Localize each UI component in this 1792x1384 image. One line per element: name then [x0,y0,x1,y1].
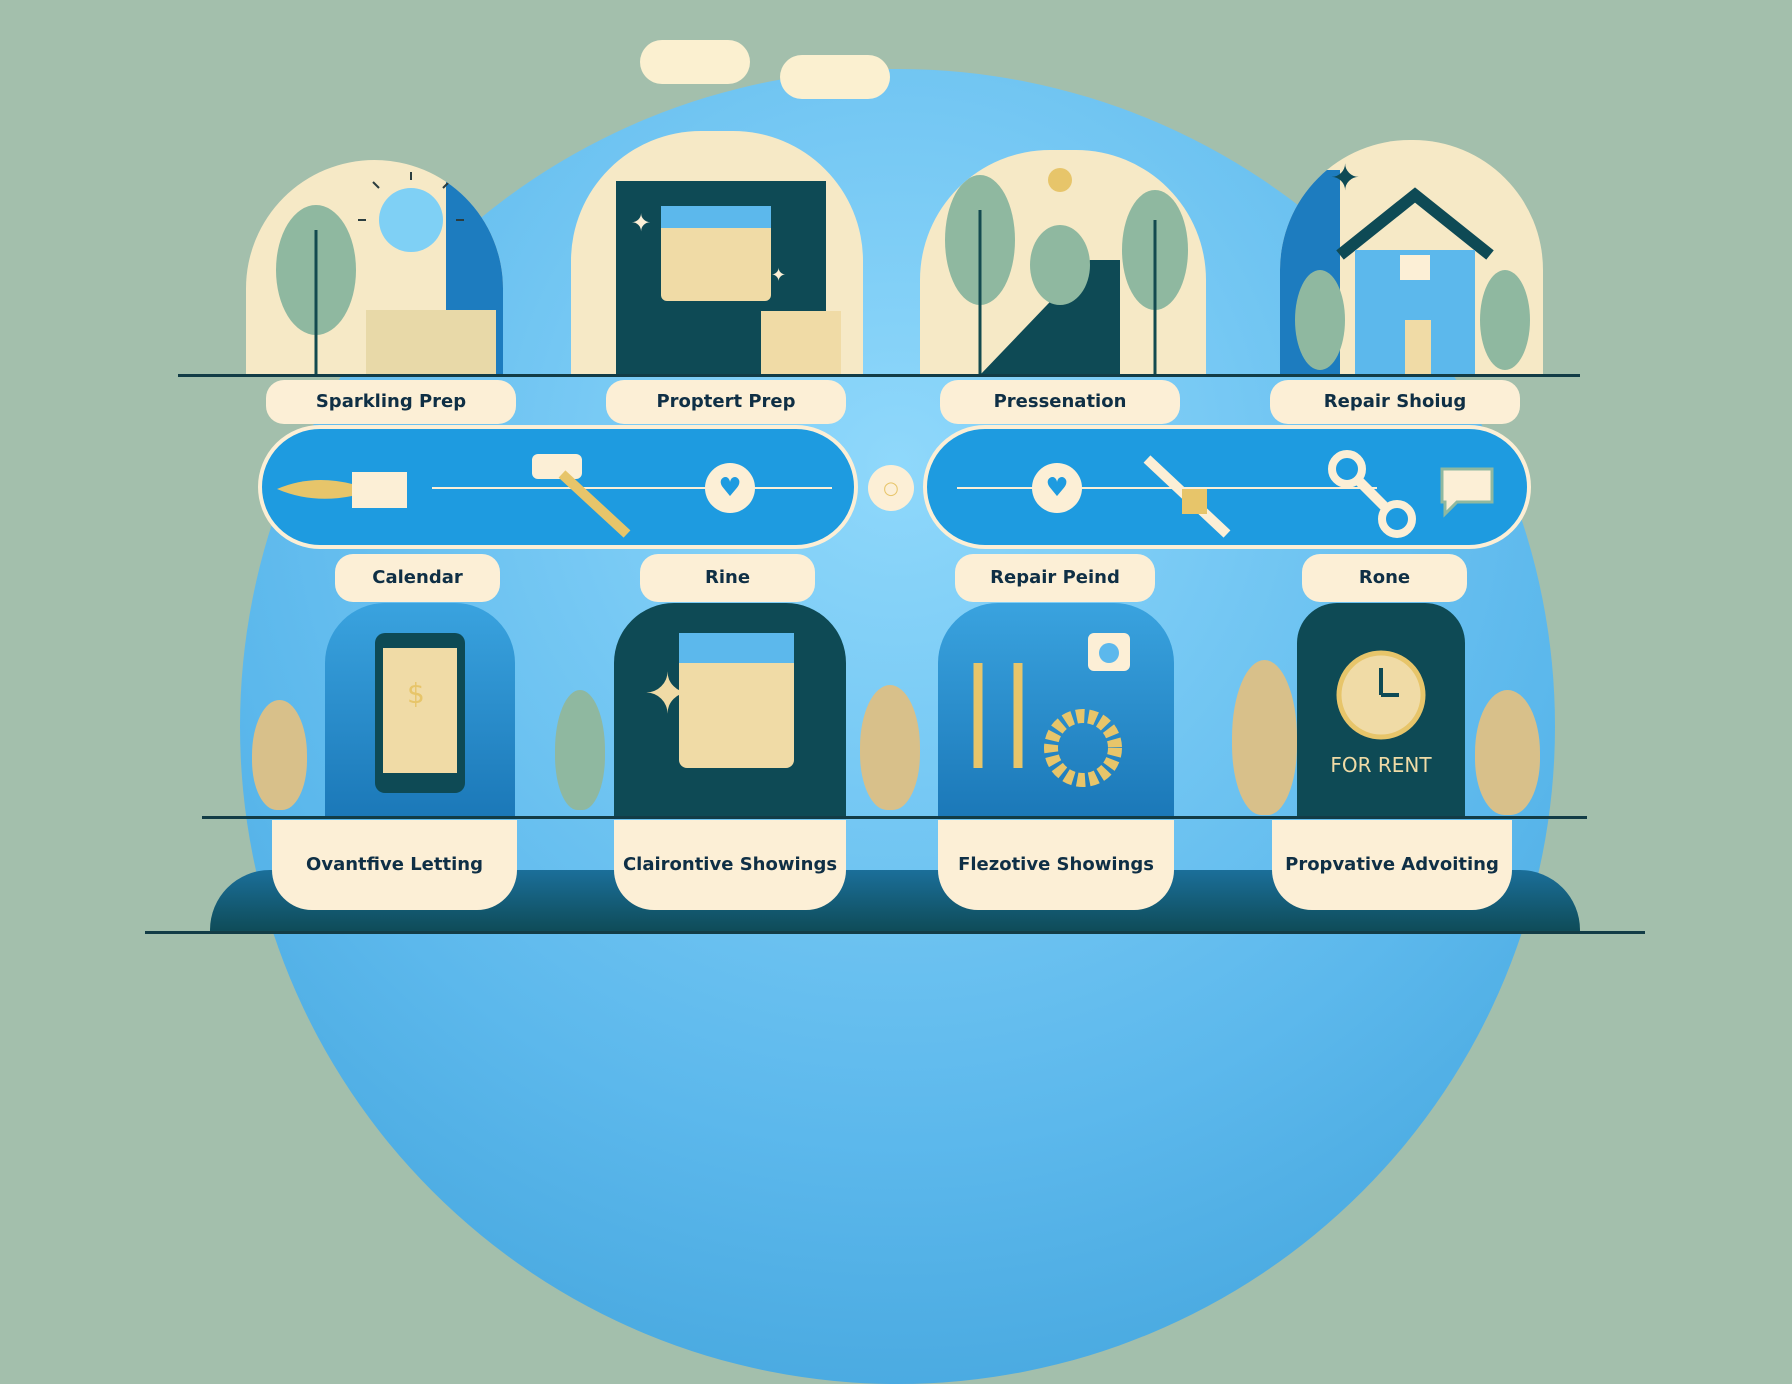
card-sparkling-prep [246,160,503,375]
card-schedule: ✦ [614,603,846,817]
label-rone: Rone [1302,554,1467,602]
cloud [640,40,750,84]
label-propvative-advoiting: Propvative Advoiting [1272,820,1512,910]
center-node-icon: ○ [868,465,914,511]
card-presentation [920,150,1206,375]
svg-text:✦: ✦ [631,209,651,237]
svg-text:✦: ✦ [771,265,786,286]
for-rent-sign: FOR RENT [1330,753,1432,777]
process-bar-right: ♥ [923,425,1531,549]
heart-icon: ♥ [1032,463,1082,513]
label-sparkling-prep: Sparkling Prep [266,380,516,424]
wrench-gear-icon [973,633,1130,787]
card-phone: $ [325,603,515,817]
clock-icon [1336,650,1426,740]
wrench-icon [1143,455,1231,538]
label-presentation: Pressenation [940,380,1180,424]
heart-icon: ♥ [705,463,755,513]
card-repair-tools [938,603,1174,817]
ground-line [145,931,1645,934]
label-clairontive-showings: Clairontive Showings [614,820,846,910]
calendar-icon: ✦ [644,633,794,768]
tools-icon [1328,450,1416,538]
svg-text:✦: ✦ [1330,158,1360,199]
card-repair-showing: ✦ [1280,140,1543,375]
trees-hill-icon [945,168,1188,375]
house-icon: ✦ [1280,158,1530,375]
divider-line [178,374,1580,377]
smartphone-icon: $ [375,633,465,793]
label-property-prep: Proptert Prep [606,380,846,424]
card-property-prep: ✦✦ [571,131,863,375]
sun-trees-icon [276,170,503,375]
svg-text:✦: ✦ [644,662,691,727]
label-repair-peind: Repair Peind [955,554,1155,602]
calendar-icon: ✦✦ [616,181,841,375]
hammer-icon [532,454,631,538]
label-calendar: Calendar [335,554,500,602]
chat-bubble-icon [1440,467,1494,518]
label-repair-showing: Repair Shoiug [1270,380,1520,424]
label-ovantfive-letting: Ovantfive Letting [272,820,517,910]
cloud [780,55,890,99]
label-rine: Rine [640,554,815,602]
svg-text:$: $ [407,677,425,710]
paintbrush-icon [277,472,407,508]
process-bar-left: ♥ [258,425,858,549]
card-for-rent: FOR RENT [1297,603,1465,817]
label-flezotive-showings: Flezotive Showings [938,820,1174,910]
divider-line [202,816,1587,819]
